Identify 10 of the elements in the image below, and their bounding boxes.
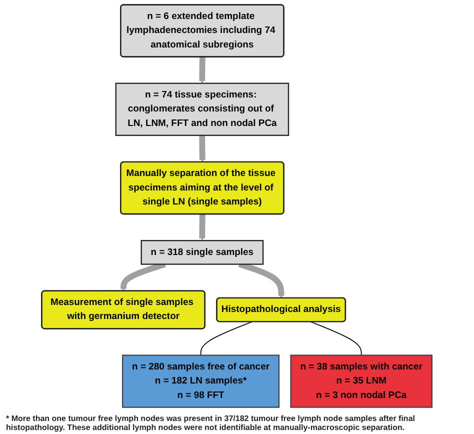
footnote: * More than one tumour free lymph nodes was present in 37/182 tumour free lymph node samples after final histopathology. These additional lymph nodes were not identifiable at manually-macroscopic separation. [6,414,416,432]
arrow [199,134,206,162]
arrow [199,213,206,241]
node-box: n = 74 tissue specimens: conglomerates consisting out of LN, LNM, FFT and non nodal PCa [115,82,290,136]
arrow [199,56,206,84]
connector [200,321,253,356]
node-box: n = 318 single samples [140,240,264,265]
connector [310,321,362,356]
node-box: n = 38 samples with cancer n = 35 LNM n = 3 non nodal PCa [290,354,433,408]
node-box: n = 280 samples free of cancer n = 182 LN samples* n = 98 FFT [122,354,280,408]
